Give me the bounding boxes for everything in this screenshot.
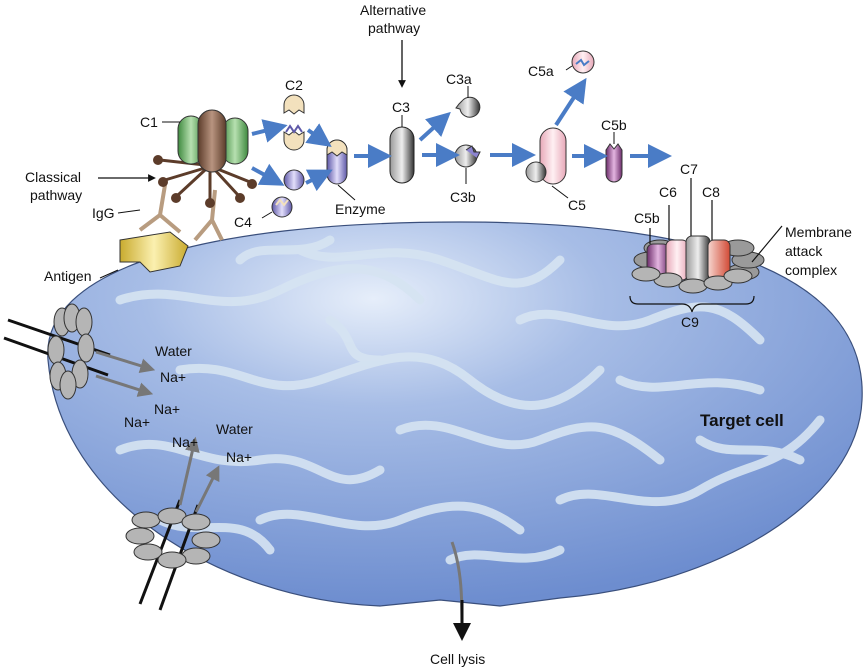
label-mac-1: Membrane: [785, 224, 852, 240]
label-mac-2: attack: [785, 243, 823, 259]
c2-fragments: [283, 94, 305, 151]
label-alternative-1: Alternative: [360, 2, 426, 18]
c3-molecule: [389, 126, 415, 184]
pathway-arrows: [251, 77, 672, 192]
label-c3b: C3b: [450, 189, 476, 205]
label-water-2: Water: [216, 421, 253, 437]
c3b-fragment: [454, 144, 481, 184]
label-c5b-mac: C5b: [634, 210, 660, 226]
antigen: Antigen: [44, 231, 189, 284]
label-na-1: Na+: [160, 369, 186, 385]
c3a-fragment: [455, 86, 481, 118]
label-c7: C7: [680, 161, 698, 177]
c1-complex: [153, 109, 257, 208]
enzyme-c4b2a: [326, 139, 356, 201]
mac-pore-left: [3, 303, 111, 400]
label-c3a: C3a: [446, 71, 472, 87]
label-c5: C5: [568, 197, 586, 213]
label-c9: C9: [681, 314, 699, 330]
label-na-5: Na+: [226, 449, 252, 465]
label-c8: C8: [702, 184, 720, 200]
mac-pore-bottom: [125, 499, 221, 611]
influx-arrows: [95, 350, 220, 513]
label-c5a: C5a: [528, 63, 554, 79]
label-c3: C3: [392, 99, 410, 115]
c5b-fragment: [605, 132, 623, 183]
label-antigen: Antigen: [44, 268, 91, 284]
label-na-4: Na+: [172, 434, 198, 450]
label-c4: C4: [234, 214, 252, 230]
label-classical-2: pathway: [30, 187, 82, 203]
label-igg: IgG: [92, 205, 115, 221]
c5a-fragment: [565, 50, 595, 74]
label-c1: C1: [140, 114, 158, 130]
label-c2: C2: [285, 77, 303, 93]
label-c6: C6: [659, 184, 677, 200]
label-cell-lysis: Cell lysis: [430, 651, 485, 667]
igg-antibodies: [117, 184, 224, 242]
label-na-2: Na+: [154, 401, 180, 417]
membrane-attack-complex: [629, 178, 783, 313]
label-enzyme: Enzyme: [335, 201, 386, 217]
c5-molecule: [525, 127, 569, 199]
label-c5b-top: C5b: [601, 117, 627, 133]
target-cell: Target cell: [47, 221, 863, 607]
label-classical-1: Classical: [25, 169, 81, 185]
c4-fragments: [261, 169, 305, 219]
label-water-1: Water: [155, 343, 192, 359]
cell-channels: [115, 235, 825, 565]
label-target-cell: Target cell: [700, 411, 784, 430]
label-alternative-2: pathway: [368, 20, 420, 36]
label-na-3: Na+: [124, 414, 150, 430]
label-mac-3: complex: [785, 262, 837, 278]
